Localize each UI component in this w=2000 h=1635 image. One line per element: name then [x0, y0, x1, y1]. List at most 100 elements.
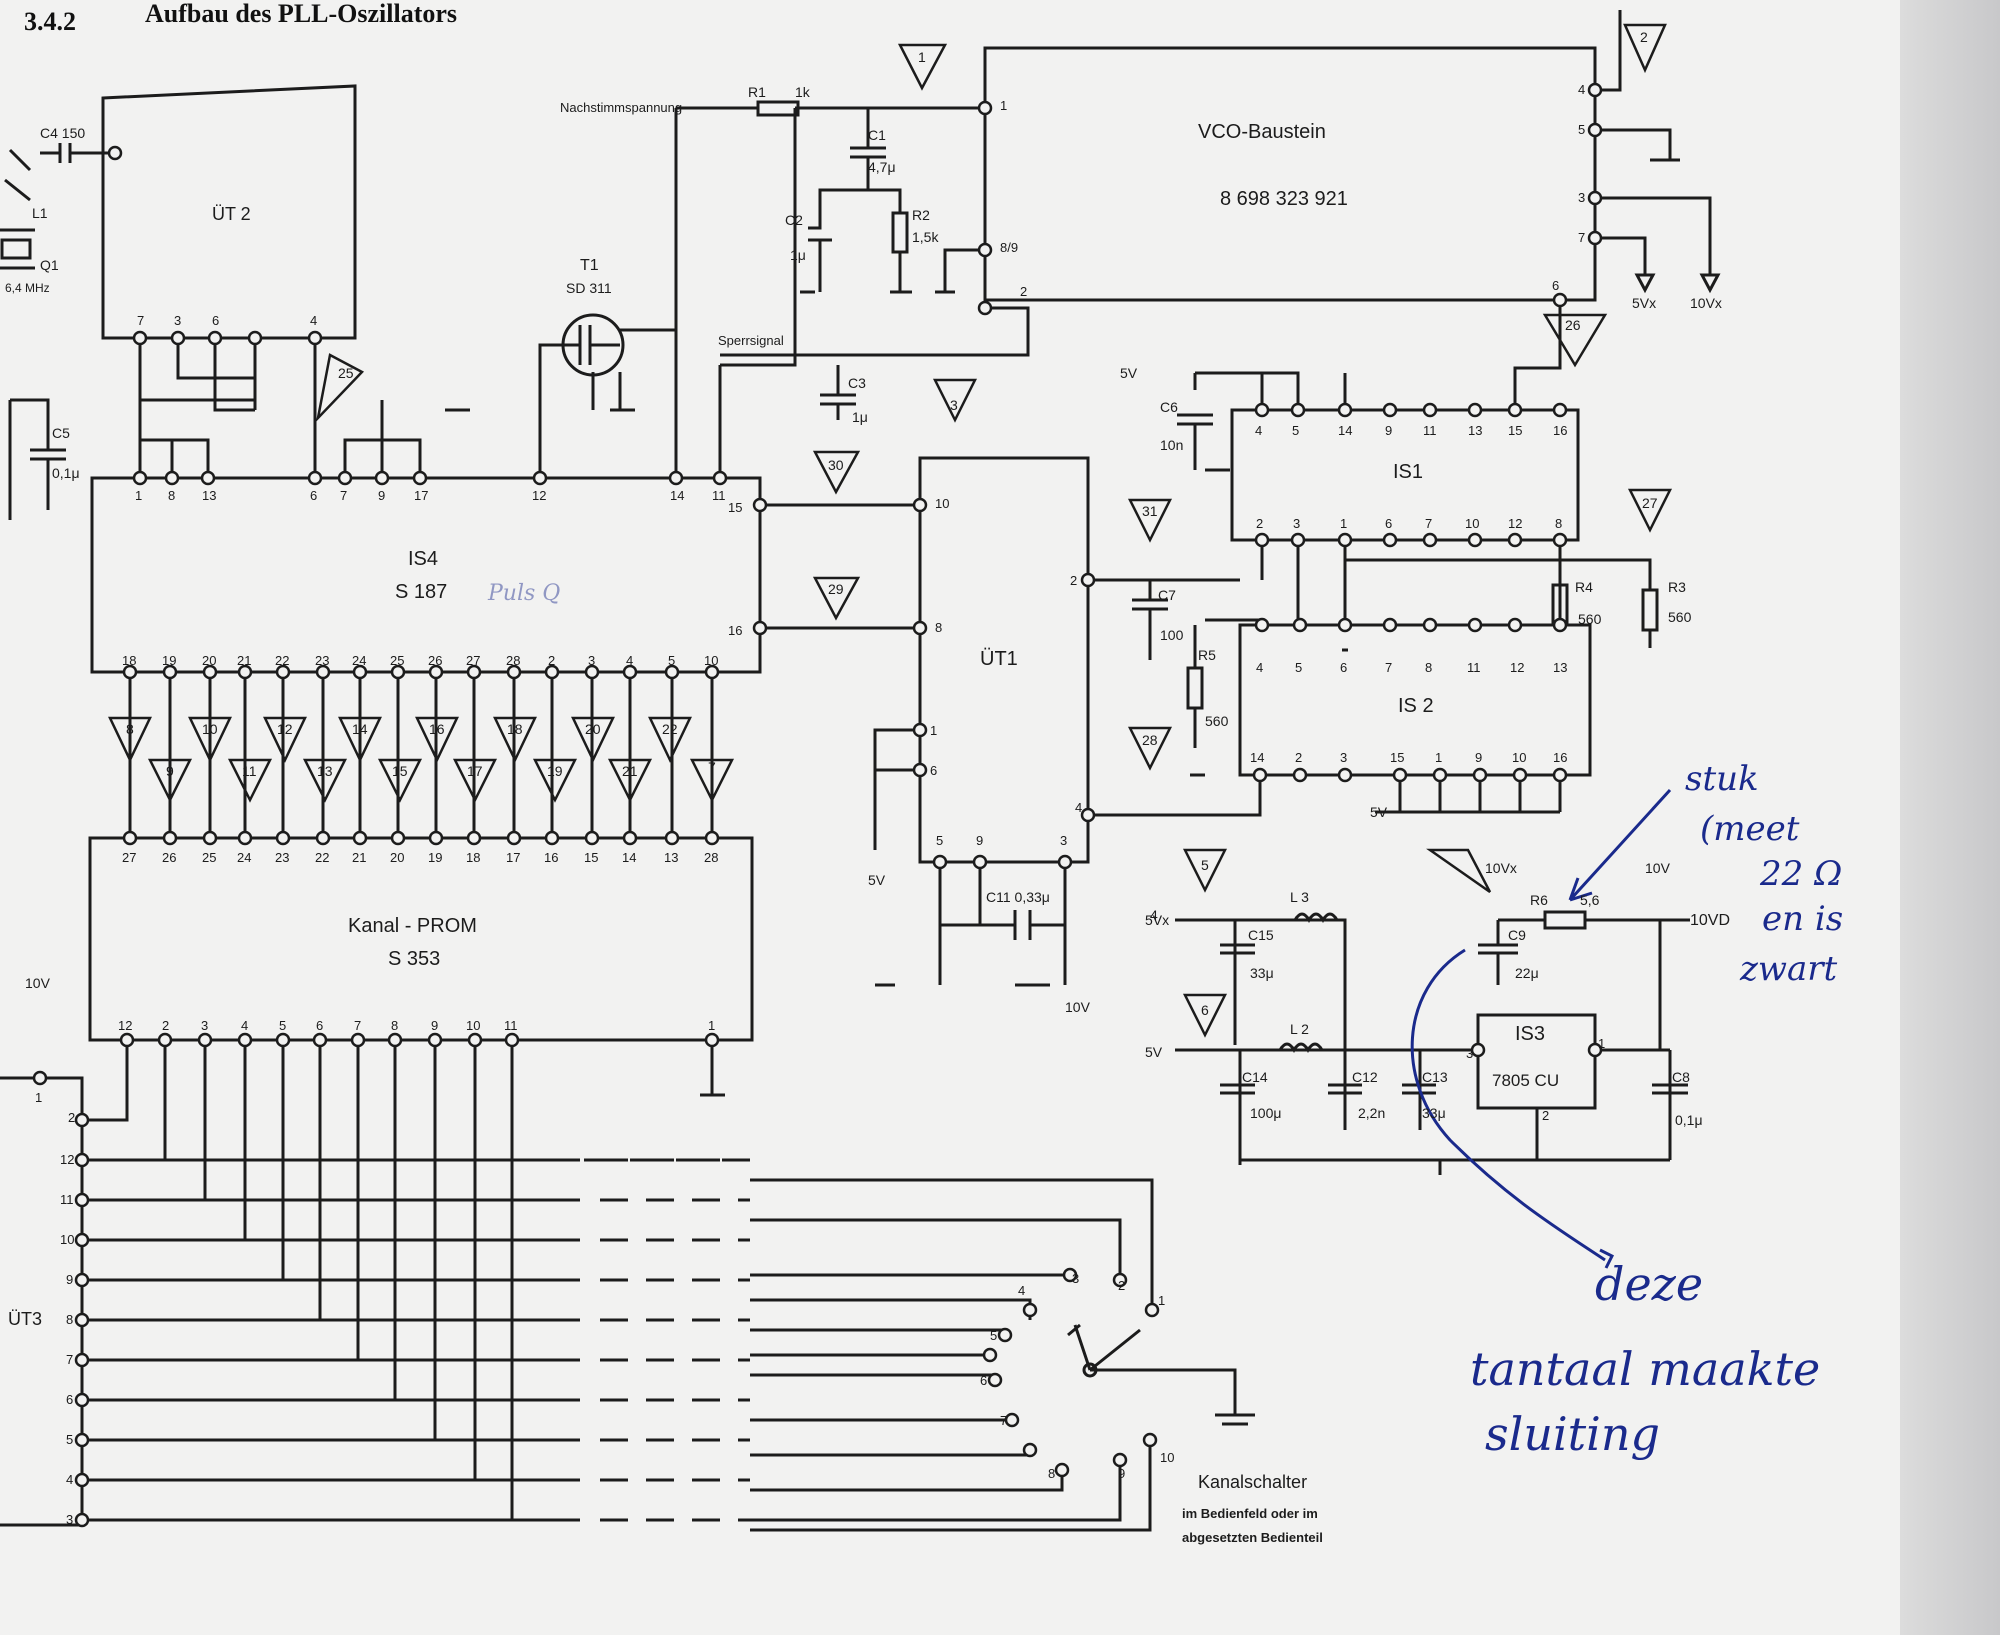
is3-block	[1476, 1013, 1597, 1110]
svg-text:20: 20	[585, 721, 601, 737]
svg-text:11: 11	[60, 1192, 74, 1207]
supply-10v-ut3: 10V	[25, 975, 51, 991]
svg-text:15: 15	[584, 850, 598, 865]
svg-text:13: 13	[664, 850, 678, 865]
c3-value: 1μ	[852, 409, 868, 425]
svg-text:7: 7	[1578, 230, 1585, 245]
svg-text:8: 8	[66, 1312, 73, 1327]
l3-label: L 3	[1290, 889, 1309, 905]
c13-label: C13	[1422, 1069, 1448, 1085]
svg-text:12: 12	[1510, 660, 1524, 675]
svg-text:12: 12	[532, 488, 546, 503]
svg-text:13: 13	[202, 488, 216, 503]
c12-value: 2,2n	[1358, 1105, 1385, 1121]
svg-text:6: 6	[1340, 660, 1347, 675]
svg-text:9: 9	[1118, 1466, 1125, 1481]
svg-text:5: 5	[990, 1328, 997, 1343]
supply-5v-is1: 5V	[1120, 365, 1138, 381]
svg-text:9: 9	[431, 1018, 438, 1033]
svg-text:8: 8	[391, 1018, 398, 1033]
c6-label: C6	[1160, 399, 1178, 415]
svg-text:1: 1	[35, 1090, 42, 1105]
svg-text:23: 23	[275, 850, 289, 865]
svg-text:5: 5	[66, 1432, 73, 1447]
r4-label: R4	[1575, 579, 1593, 595]
svg-text:5: 5	[668, 653, 675, 668]
svg-text:24: 24	[352, 653, 366, 668]
svg-text:7: 7	[66, 1352, 73, 1367]
c9-label: C9	[1508, 927, 1526, 943]
c9-value: 22μ	[1515, 965, 1539, 981]
svg-text:2: 2	[1256, 516, 1263, 531]
r3-value: 560	[1668, 609, 1692, 625]
svg-text:12: 12	[118, 1018, 132, 1033]
svg-text:25: 25	[390, 653, 404, 668]
r5-resistor	[1186, 618, 1262, 748]
c8-label: C8	[1672, 1069, 1690, 1085]
svg-text:15: 15	[1390, 750, 1404, 765]
ut2-name: ÜT 2	[212, 204, 251, 224]
svg-text:27: 27	[1642, 495, 1658, 511]
svg-text:12: 12	[1508, 516, 1522, 531]
svg-text:21: 21	[237, 653, 251, 668]
svg-text:23: 23	[315, 653, 329, 668]
test-point-labels: 1 2 3 4 5 6 7 8 9 10 11 12 13 14 15 16 1…	[126, 29, 1658, 1018]
svg-text:3: 3	[1340, 750, 1347, 765]
svg-text:4: 4	[310, 313, 317, 328]
r6-label: R6	[1530, 892, 1548, 908]
c5-value: 0,1μ	[52, 465, 80, 481]
t1-part: SD 311	[566, 280, 612, 296]
svg-text:14: 14	[352, 721, 368, 737]
r4-value: 560	[1578, 611, 1602, 627]
svg-text:22: 22	[315, 850, 329, 865]
svg-text:12: 12	[60, 1152, 74, 1167]
svg-text:16: 16	[1553, 750, 1567, 765]
ut3-block	[0, 1076, 84, 1527]
svg-text:5: 5	[1578, 122, 1585, 137]
l2-label: L 2	[1290, 1021, 1309, 1037]
r6-value: 5,6	[1580, 892, 1600, 908]
switch-title: Kanalschalter	[1198, 1472, 1307, 1492]
c13-value: 33μ	[1422, 1105, 1446, 1121]
vco-part: 8 698 323 921	[1220, 188, 1348, 210]
svg-text:10: 10	[704, 653, 718, 668]
svg-text:17: 17	[414, 488, 428, 503]
c7-label: C7	[1158, 587, 1176, 603]
svg-text:3: 3	[1060, 833, 1067, 848]
svg-text:2: 2	[1118, 1278, 1125, 1293]
svg-text:3: 3	[588, 653, 595, 668]
svg-text:11: 11	[1423, 423, 1437, 438]
svg-text:4: 4	[66, 1472, 73, 1487]
svg-text:en is: en is	[1762, 899, 1843, 939]
l3-coil	[1293, 912, 1339, 923]
svg-text:15: 15	[728, 500, 742, 515]
is1-name: IS1	[1393, 461, 1423, 483]
supply-5v-reg: 5V	[1145, 1044, 1163, 1060]
c2-label: C2	[785, 212, 803, 228]
svg-text:4: 4	[1578, 82, 1585, 97]
c4-label: C4 150	[40, 125, 85, 141]
r2-resistor	[891, 211, 909, 254]
r3-label: R3	[1668, 579, 1686, 595]
kanalschalter-wiper	[1067, 1323, 1255, 1426]
svg-text:18: 18	[466, 850, 480, 865]
svg-text:5: 5	[1292, 423, 1299, 438]
svg-text:1: 1	[1000, 98, 1007, 113]
svg-text:3: 3	[950, 397, 958, 413]
is3-part: 7805 CU	[1492, 1071, 1559, 1090]
svg-text:3: 3	[1578, 190, 1585, 205]
c12-label: C12	[1352, 1069, 1378, 1085]
is4-name: IS4	[408, 548, 438, 570]
r2-value: 1,5k	[912, 229, 939, 245]
c14-label: C14	[1242, 1069, 1268, 1085]
svg-text:5: 5	[936, 833, 943, 848]
switch-line2: abgesetzten Bedienteil	[1182, 1530, 1323, 1545]
ut3-name: ÜT3	[8, 1309, 42, 1329]
svg-text:deze: deze	[1595, 1257, 1703, 1311]
svg-text:7: 7	[137, 313, 144, 328]
c1-value: 4,7μ	[868, 159, 896, 175]
vco-block	[983, 46, 1597, 302]
svg-text:19: 19	[547, 763, 563, 779]
r2-label: R2	[912, 207, 930, 223]
svg-text:1: 1	[918, 49, 926, 65]
